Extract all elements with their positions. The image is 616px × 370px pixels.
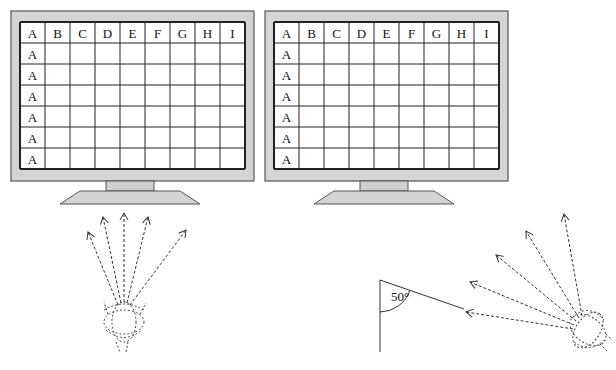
- grid-cell-letter: E: [129, 26, 137, 39]
- monitor-left: [11, 11, 254, 204]
- grid-cell-letter: A: [282, 110, 291, 123]
- grid-line: [273, 22, 275, 169]
- grid-line: [20, 43, 245, 44]
- grid-line: [145, 22, 146, 169]
- grid-line: [70, 22, 71, 169]
- grid-line: [20, 148, 245, 149]
- monitor-right: [265, 11, 508, 204]
- grid-line: [244, 22, 246, 169]
- grid-line: [195, 22, 196, 169]
- grid-line: [120, 22, 121, 169]
- grid-cell-letter: A: [28, 110, 37, 123]
- grid-line: [374, 22, 375, 169]
- grid-cell-letter: D: [103, 26, 112, 39]
- grid-cell-letter: B: [53, 26, 62, 39]
- grid-line: [274, 64, 499, 65]
- grid-cell-letter: A: [282, 68, 291, 81]
- grid-cell-letter: G: [432, 26, 441, 39]
- grid-cell-letter: E: [383, 26, 391, 39]
- grid-cell-letter: H: [457, 26, 466, 39]
- grid-cell-letter: A: [282, 152, 291, 165]
- grid-line: [274, 127, 499, 128]
- grid-line: [274, 21, 499, 23]
- grid-cell-letter: H: [203, 26, 212, 39]
- arrows-left: [88, 213, 186, 305]
- grid-cell-letter: F: [408, 26, 415, 39]
- grid-cell-letter: D: [357, 26, 366, 39]
- angle-value: 50°: [391, 290, 409, 303]
- grid-line: [19, 22, 21, 169]
- grid-cell-letter: B: [307, 26, 316, 39]
- grid-line: [45, 22, 46, 169]
- grid-line: [274, 106, 499, 107]
- grid-cell-letter: A: [282, 89, 291, 102]
- angle-mark: [380, 280, 464, 352]
- grid-line: [299, 22, 300, 169]
- grid-line: [20, 106, 245, 107]
- grid-cell-letter: A: [28, 26, 37, 39]
- hand-left: [104, 302, 146, 352]
- grid-line: [324, 22, 325, 169]
- grid-cell-letter: C: [332, 26, 341, 39]
- grid-cell-letter: A: [28, 131, 37, 144]
- grid-line: [349, 22, 350, 169]
- grid-line: [95, 22, 96, 169]
- grid-line: [274, 43, 499, 44]
- grid-line: [20, 85, 245, 86]
- grid-cell-letter: A: [282, 47, 291, 60]
- grid-line: [474, 22, 475, 169]
- grid-cell-letter: A: [28, 89, 37, 102]
- grid-line: [449, 22, 450, 169]
- grid-line: [399, 22, 400, 169]
- grid-line: [20, 127, 245, 128]
- grid-cell-letter: A: [28, 68, 37, 81]
- grid-line: [20, 64, 245, 65]
- grid-line: [274, 148, 499, 149]
- grid-line: [20, 21, 245, 23]
- grid-cell-letter: F: [154, 26, 161, 39]
- grid-line: [20, 168, 245, 170]
- grid-cell-letter: I: [484, 26, 488, 39]
- grid-line: [424, 22, 425, 169]
- grid-line: [274, 168, 499, 170]
- grid-cell-letter: G: [178, 26, 187, 39]
- grid-line: [274, 85, 499, 86]
- grid-line: [498, 22, 500, 169]
- grid-cell-letter: A: [28, 152, 37, 165]
- grid-cell-letter: A: [282, 26, 291, 39]
- hand-right: [564, 307, 612, 354]
- grid-cell-letter: A: [28, 47, 37, 60]
- arrows-right: [466, 214, 582, 329]
- grid-line: [170, 22, 171, 169]
- grid-cell-letter: A: [282, 131, 291, 144]
- grid-lines: [20, 22, 499, 169]
- grid-line: [220, 22, 221, 169]
- grid-cell-letter: C: [78, 26, 87, 39]
- grid-cell-letter: I: [230, 26, 234, 39]
